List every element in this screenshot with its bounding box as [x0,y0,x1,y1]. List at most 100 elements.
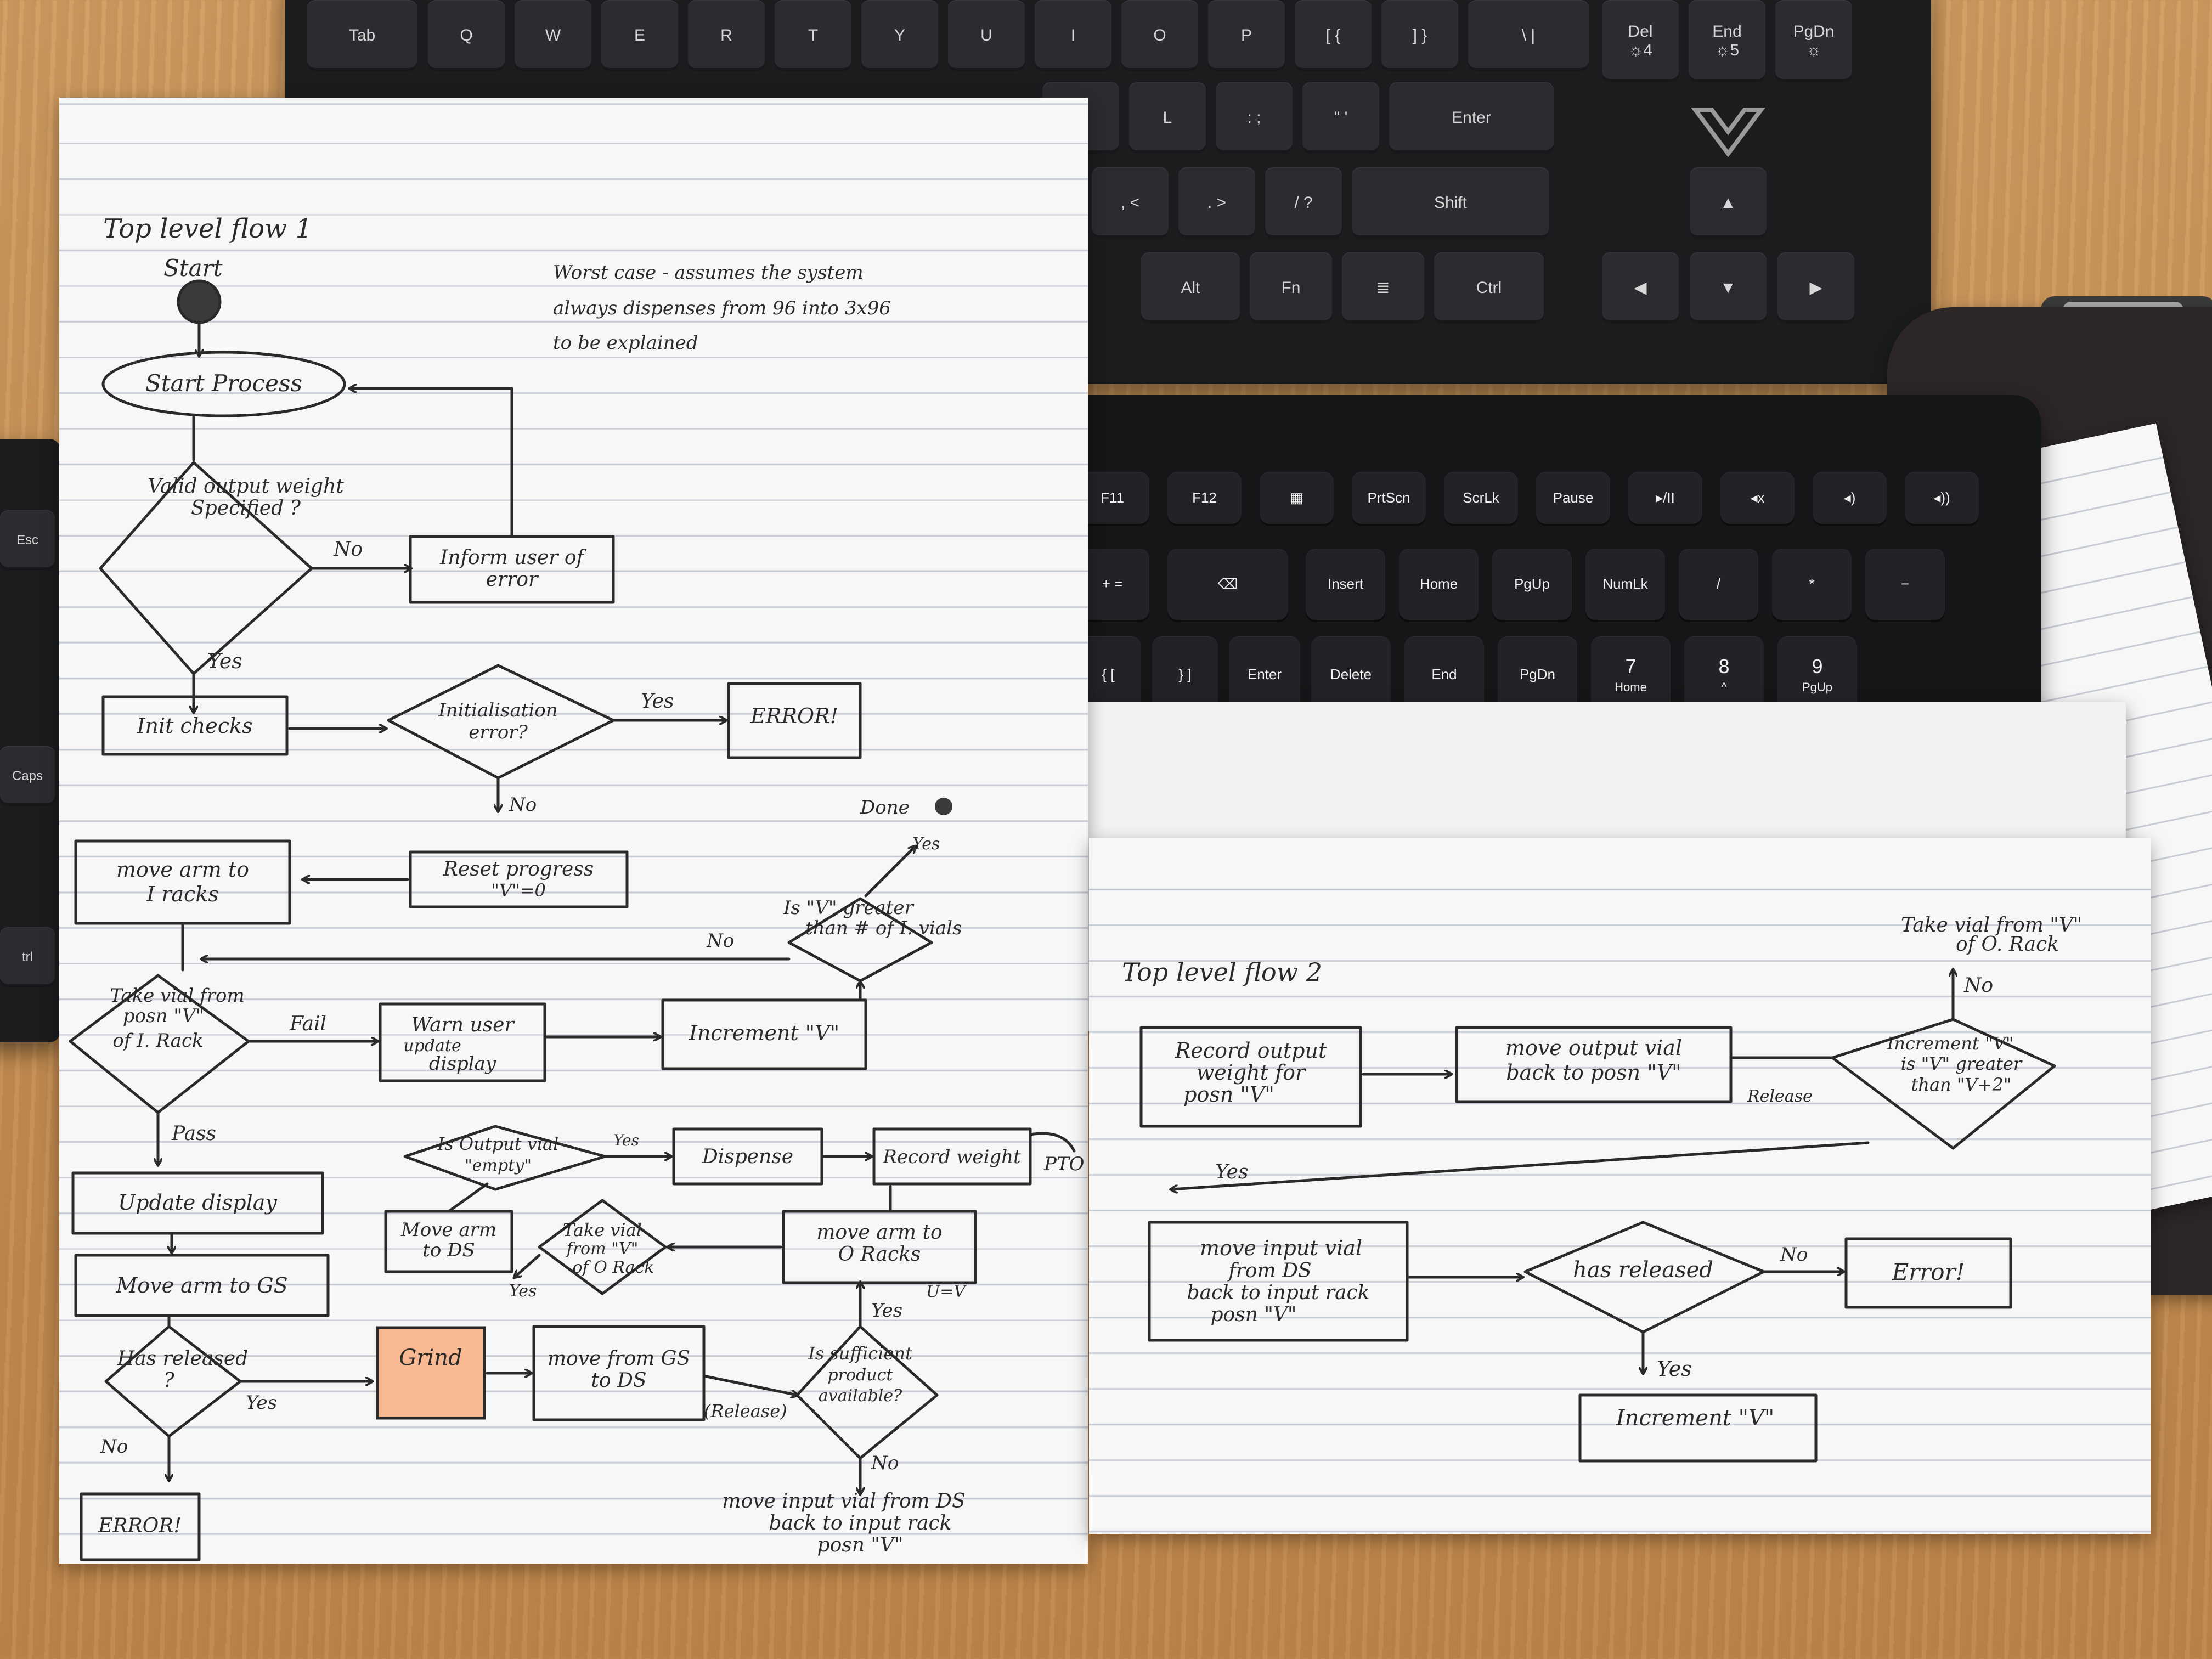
reset-progress-label-2: "V"=0 [491,880,546,901]
key-ctrl[interactable]: Ctrl [1434,252,1544,324]
key-bracket-left[interactable]: [ { [1295,0,1372,71]
error-label-flow2: Error! [1891,1259,1965,1285]
key-end[interactable]: End☼5 [1689,0,1765,82]
key-semicolon[interactable]: : ; [1216,82,1293,154]
key-enter-bottom[interactable]: Enter [1229,636,1300,713]
left-keyboard-edge: Esc Caps trl [0,439,60,1042]
key-insert[interactable]: Insert [1306,549,1385,620]
move-arm-gs-node [74,1254,330,1317]
key-w[interactable]: W [515,0,591,71]
key-numlk[interactable]: NumLk [1585,549,1665,620]
key-home[interactable]: Home [1399,549,1479,620]
move-arm-ds-label-1: Move arm [400,1219,496,1241]
mute-key[interactable]: ◂x [1720,472,1795,524]
key-alt[interactable]: Alt [1141,252,1240,324]
move-input-back-label-1: move input vial from DS [722,1490,965,1513]
volume-down-key[interactable]: ◂) [1813,472,1887,524]
key-e[interactable]: E [601,0,678,71]
error-label-1: ERROR! [750,704,838,728]
key-slash[interactable]: / ? [1265,167,1342,239]
is-output-empty-decision [403,1125,607,1191]
volume-up-key[interactable]: ◂)) [1905,472,1979,524]
key-p[interactable]: P [1208,0,1285,71]
key-enter[interactable]: Enter [1389,82,1554,154]
key-esc-left[interactable]: Esc [0,510,55,571]
grind-node [376,1326,486,1420]
key-num-minus[interactable]: − [1865,549,1945,620]
key-bracket-right[interactable]: ] } [1381,0,1458,71]
key-delete[interactable]: Delete [1311,636,1391,713]
init-checks-node [101,695,289,756]
key-scrlk[interactable]: ScrLk [1444,472,1518,524]
move-input-back-label-3: posn "V" [817,1534,904,1556]
warn-user-label-2: update [403,1036,461,1056]
record-weight-label: Record weight [882,1146,1021,1168]
inform-user-label-1: Inform user of [439,546,586,569]
move-arm-i-label-2: I racks [146,882,219,906]
inform-user-label-2: error [486,568,539,591]
init-error-label-1: Initialisation [438,699,557,721]
calculator-key[interactable]: ▦ [1260,472,1334,524]
arrow-up-key[interactable]: ▲ [1690,167,1767,239]
key-pgdn[interactable]: PgDn☼ [1775,0,1852,82]
key-tab[interactable]: Tab [307,0,417,71]
key-pause[interactable]: Pause [1536,472,1610,524]
key-ctrl-left[interactable]: trl [0,927,55,988]
move-arm-o-label-1: move arm to [816,1221,942,1244]
record-output-label-2: weight for [1197,1060,1307,1085]
increment-v-node-flow2 [1578,1393,1818,1463]
start-node [177,279,222,324]
arrow-down-key[interactable]: ▼ [1690,252,1767,324]
key-menu[interactable]: ≣ [1342,252,1424,324]
key-shift[interactable]: Shift [1352,167,1549,239]
key-num-multiply[interactable]: * [1772,549,1852,620]
backspace-key[interactable]: ⌫ [1167,549,1288,620]
key-r[interactable]: R [688,0,765,71]
key-i[interactable]: I [1035,0,1111,71]
key-t[interactable]: T [775,0,851,71]
key-end-bottom[interactable]: End [1404,636,1484,713]
key-fn[interactable]: Fn [1250,252,1332,324]
flow2-no-2: No [1780,1244,1808,1266]
flow1-diagram: Top level flow 1 Start Worst case - assu… [69,213,1085,1561]
increment-check-label-1: Increment "V" [1887,1033,2014,1054]
key-q[interactable]: Q [428,0,505,71]
key-prtscn[interactable]: PrtScn [1352,472,1426,524]
key-num8[interactable]: 8^ [1684,636,1764,713]
key-f12[interactable]: F12 [1167,472,1242,524]
key-comma[interactable]: , < [1092,167,1169,239]
key-o[interactable]: O [1121,0,1198,71]
move-input-back-node [1148,1221,1409,1342]
key-quote[interactable]: " ' [1302,82,1379,154]
key-del[interactable]: Del☼4 [1602,0,1679,82]
key-u[interactable]: U [948,0,1025,71]
key-num-divide[interactable]: / [1679,549,1758,620]
arrow-left-key[interactable]: ◀ [1602,252,1679,324]
key-del-sub: ☼4 [1628,41,1653,59]
move-output-back-label-1: move output vial [1505,1036,1682,1060]
take-vial-fail: Fail [289,1013,326,1035]
flow2-sheet: Take vial from "V" of O. Rack No Top lev… [1089,838,2151,1534]
move-output-back-node [1455,1026,1733,1103]
key-brace-right[interactable]: } ] [1152,636,1218,713]
move-gs-ds-label-1: move from GS [548,1347,690,1370]
move-input-back-label-3: back to input rack [1187,1282,1370,1304]
error-label-2: ERROR! [98,1515,182,1537]
key-pgdn-bottom[interactable]: PgDn [1498,636,1577,713]
play-pause-key[interactable]: ▸/II [1628,472,1702,524]
flow2-diagram: Take vial from "V" of O. Rack No Top lev… [1122,914,2082,1463]
arrow-left-icon: ◀ [1634,278,1647,297]
move-gs-ds-node [532,1325,706,1421]
key-caps-left[interactable]: Caps [0,746,55,806]
has-released-yes: Yes [246,1392,277,1414]
init-error-no: No [509,794,537,816]
key-y[interactable]: Y [861,0,938,71]
arrow-right-key[interactable]: ▶ [1778,252,1854,324]
key-period[interactable]: . > [1178,167,1255,239]
is-sufficient-yes: Yes [871,1300,902,1322]
key-backslash[interactable]: \ | [1468,0,1589,71]
key-l[interactable]: L [1129,82,1206,154]
key-pgup[interactable]: PgUp [1492,549,1572,620]
